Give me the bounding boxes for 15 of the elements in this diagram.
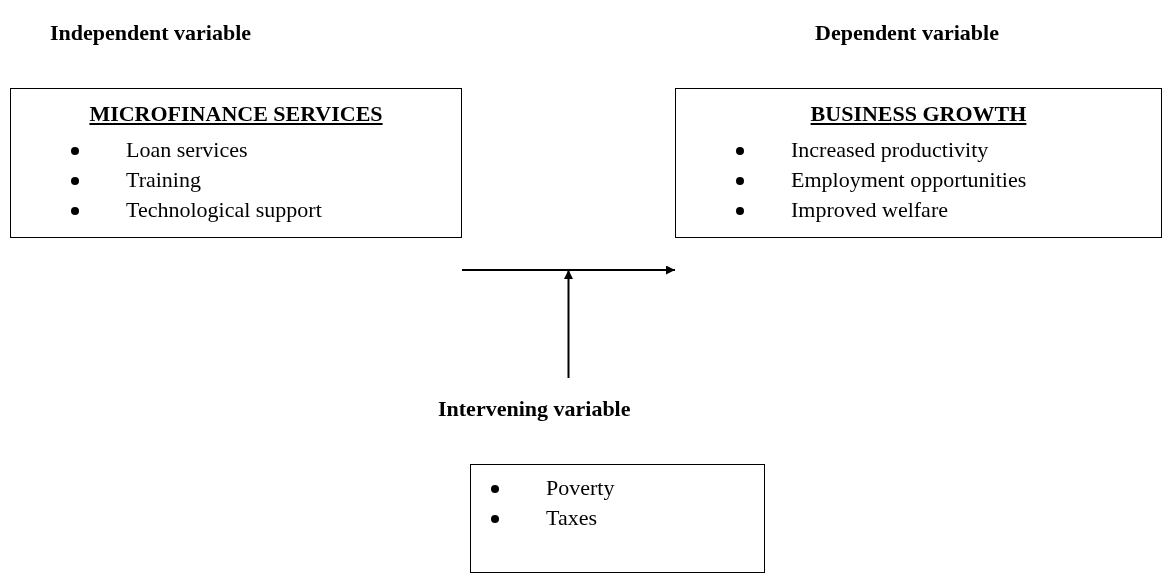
variable-heading: Intervening variable: [438, 396, 631, 422]
arrow: [461, 265, 676, 275]
box-title: BUSINESS GROWTH: [809, 101, 1028, 127]
variable-heading: Independent variable: [50, 20, 252, 46]
bullet-item: Improved welfare: [791, 197, 948, 223]
arrow: [564, 269, 573, 379]
bullet-item: Training: [126, 167, 201, 193]
bullet-item: Employment opportunities: [791, 167, 1027, 193]
bullet-item: Poverty: [546, 475, 615, 501]
bullet-item: Loan services: [126, 137, 248, 163]
bullet-item: Increased productivity: [791, 137, 989, 163]
bullet-item: Taxes: [546, 505, 597, 531]
variable-heading: Dependent variable: [815, 20, 999, 46]
bullet-item: Technological support: [126, 197, 322, 223]
box-title: MICROFINANCE SERVICES: [88, 101, 384, 127]
